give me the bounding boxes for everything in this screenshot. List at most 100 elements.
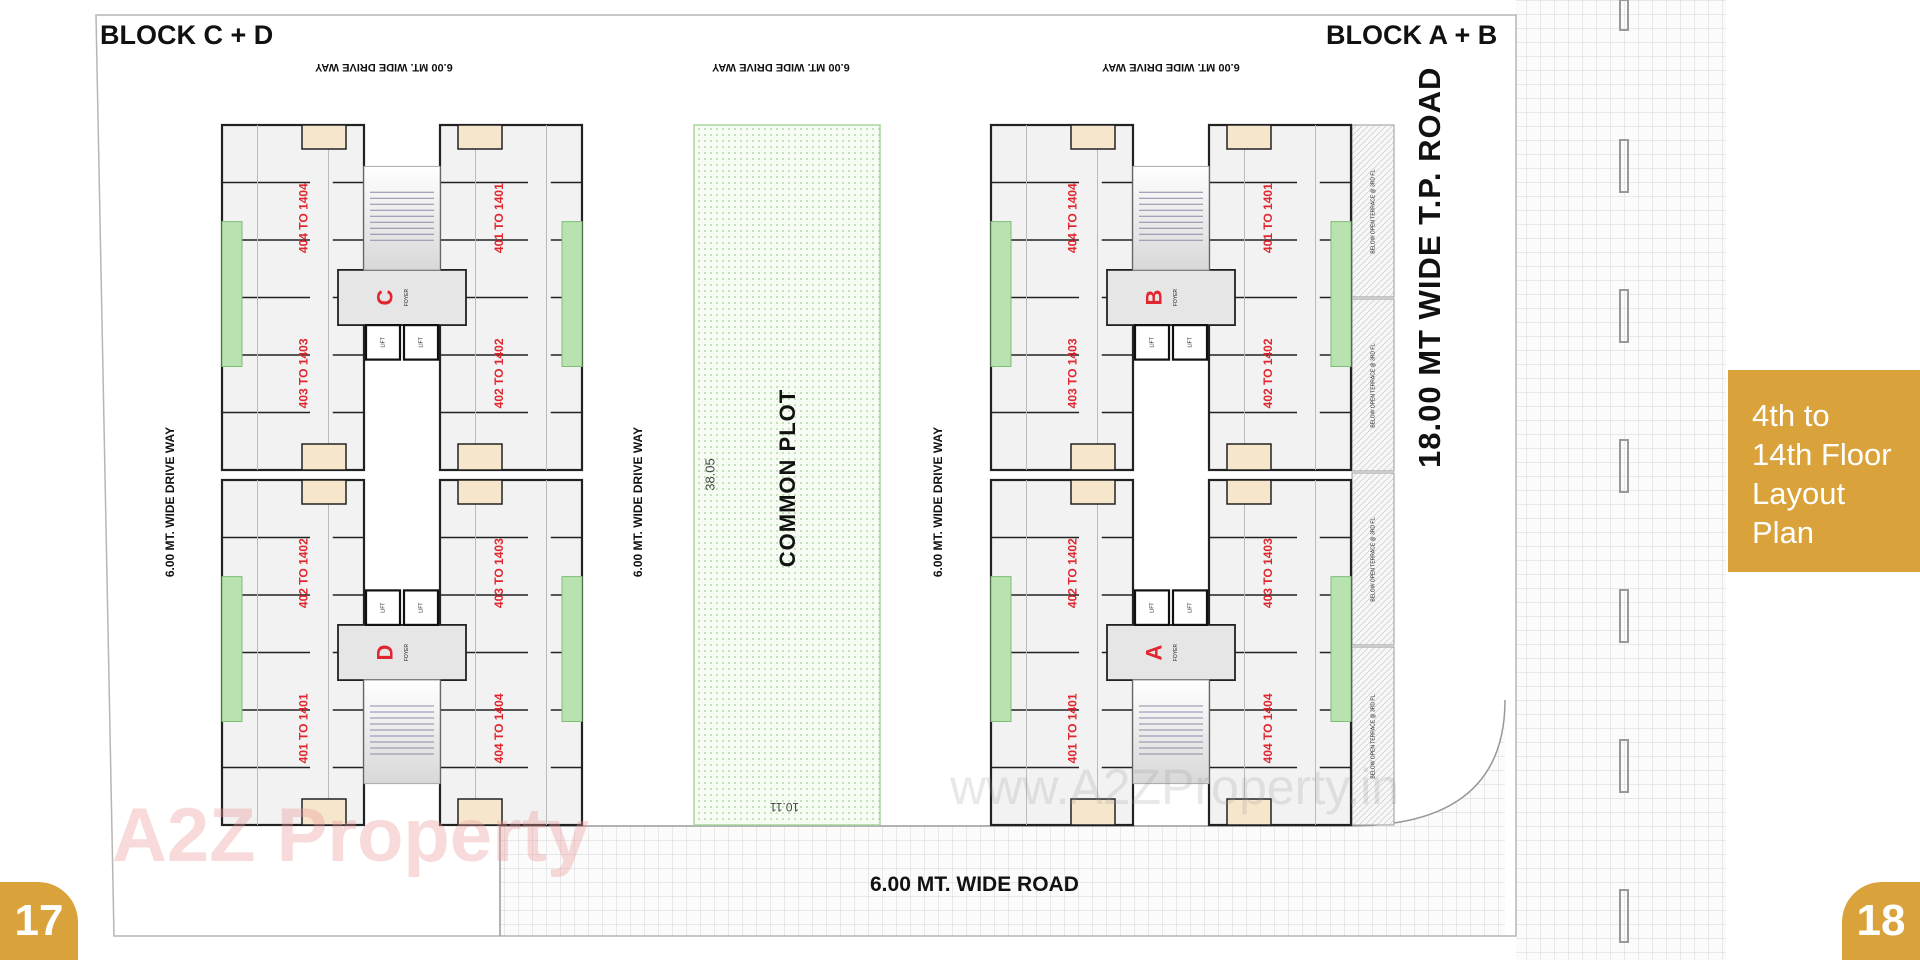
- unit-label: 402 TO 1402: [1261, 338, 1275, 408]
- staircase: [363, 165, 441, 271]
- lift-2: [1171, 324, 1209, 361]
- terrace-label-3: BELOW OPEN TERRACE @ 3RD FL.: [1370, 516, 1376, 601]
- landscape-strip: [1330, 576, 1352, 722]
- staircase: [1132, 679, 1210, 785]
- watermark-logo: A2Z Property: [112, 793, 590, 878]
- block-c: LIFT LIFT C FOYER 404 TO 1404 401 TO 1401 403 …: [220, 123, 584, 472]
- bottom-road-area: [500, 700, 1505, 936]
- page-number-right: 18: [1842, 882, 1920, 960]
- road-centre-markings: [1619, 0, 1629, 943]
- block-letter: B: [1142, 290, 1167, 306]
- balcony: [457, 798, 503, 826]
- terrace-label-1: BELOW OPEN TERRACE @ 3RD FL.: [1370, 168, 1376, 253]
- unit-label: 403 TO 1403: [297, 338, 311, 408]
- common-plot-label: COMMON PLOT: [775, 388, 800, 568]
- open-terrace-strips: [1351, 124, 1395, 826]
- staircase: [363, 679, 441, 785]
- foyer: [337, 624, 467, 682]
- balcony: [1070, 124, 1116, 150]
- balcony: [1226, 124, 1272, 150]
- block-letter: A: [1142, 644, 1167, 660]
- title-line-1: 4th to: [1752, 398, 1830, 433]
- lift-label: LIFT: [380, 337, 386, 347]
- balcony: [1226, 479, 1272, 505]
- lift-2: [402, 589, 440, 627]
- unit-label: 404 TO 1404: [297, 183, 311, 253]
- block-cd-title: BLOCK C + D: [100, 20, 274, 50]
- common-plot-area: [693, 124, 881, 826]
- page-number-left: 17: [0, 882, 78, 960]
- lift-label: LIFT: [1187, 603, 1193, 613]
- lift-2: [1171, 589, 1209, 627]
- title-line-3: Layout: [1752, 476, 1846, 511]
- landscape-strip: [990, 221, 1012, 367]
- tp-road-label: 18.00 MT WIDE T.P. ROAD: [1412, 66, 1447, 468]
- unit-label: 401 TO 1401: [492, 183, 506, 253]
- balcony: [1070, 443, 1116, 471]
- balcony: [1070, 479, 1116, 505]
- balcony: [301, 443, 347, 471]
- unit-label: 401 TO 1401: [1261, 183, 1275, 253]
- driveway-side-label-3: 6.00 MT. WIDE DRIVE WAY: [931, 426, 945, 578]
- balcony: [301, 798, 347, 826]
- balcony: [301, 479, 347, 505]
- landscape-strip: [221, 221, 243, 367]
- block-letter: C: [373, 289, 398, 305]
- unit-label: 403 TO 1403: [1261, 538, 1275, 608]
- title-line-2: 14th Floor: [1752, 437, 1892, 472]
- dimension-width: 10.11: [770, 800, 800, 814]
- foyer: [1106, 268, 1236, 326]
- landscape-strip: [561, 576, 583, 722]
- balcony: [1070, 798, 1116, 826]
- floor-title-panel: 4th to 14th Floor Layout Plan: [1728, 370, 1920, 572]
- landscape-strip: [561, 221, 583, 367]
- lift-label: LIFT: [418, 337, 424, 347]
- balcony: [457, 443, 503, 471]
- block-letter: D: [373, 645, 398, 661]
- driveway-top-label-2: 6.00 MT. WIDE DRIVE WAY: [712, 61, 850, 73]
- landscape-strip: [1330, 221, 1352, 367]
- lift-label: LIFT: [1187, 337, 1193, 347]
- lift-1: [1133, 324, 1171, 361]
- unit-label: 401 TO 1401: [297, 693, 311, 763]
- driveway-side-label-2: 6.00 MT. WIDE DRIVE WAY: [631, 426, 645, 578]
- watermark-url: www.A2ZProperty.in: [950, 759, 1400, 815]
- staircase: [1132, 165, 1210, 271]
- lift-1: [364, 324, 402, 361]
- title-line-4: Plan: [1752, 515, 1815, 550]
- lift-label: LIFT: [418, 603, 424, 613]
- unit-label: 402 TO 1402: [492, 338, 506, 408]
- block-b: LIFT LIFT B FOYER 404 TO 1404 401 TO 1401 403 …: [989, 123, 1353, 472]
- balcony: [1226, 798, 1272, 826]
- bottom-road-label: 6.00 MT. WIDE ROAD: [870, 873, 1079, 896]
- foyer-label: FOYER: [404, 289, 410, 307]
- foyer-label: FOYER: [1173, 644, 1179, 662]
- foyer-label: FOYER: [1173, 289, 1179, 307]
- foyer: [337, 268, 467, 326]
- lift-1: [364, 589, 402, 627]
- driveway-side-label-1: 6.00 MT. WIDE DRIVE WAY: [163, 426, 177, 578]
- lift-1: [1133, 589, 1171, 627]
- unit-label: 404 TO 1404: [1261, 693, 1275, 763]
- lift-label: LIFT: [1149, 337, 1155, 347]
- site-boundary: [95, 14, 1517, 937]
- balcony: [457, 124, 503, 150]
- terrace-label-4: BELOW OPEN TERRACE @ 3RD FL.: [1370, 693, 1376, 778]
- unit-label: 404 TO 1404: [1066, 183, 1080, 253]
- driveway-top-label-3: 6.00 MT. WIDE DRIVE WAY: [1102, 61, 1240, 73]
- dimension-length: 38.05: [702, 458, 718, 491]
- foyer-label: FOYER: [404, 644, 410, 662]
- balcony: [301, 124, 347, 150]
- unit-label: 403 TO 1403: [492, 538, 506, 608]
- block-ab-title: BLOCK A + B: [1326, 20, 1498, 50]
- unit-label: 403 TO 1403: [1066, 338, 1080, 408]
- unit-label: 404 TO 1404: [492, 693, 506, 763]
- balcony: [457, 479, 503, 505]
- unit-label: 402 TO 1402: [1066, 538, 1080, 608]
- lift-label: LIFT: [1149, 603, 1155, 613]
- foyer: [1106, 624, 1236, 682]
